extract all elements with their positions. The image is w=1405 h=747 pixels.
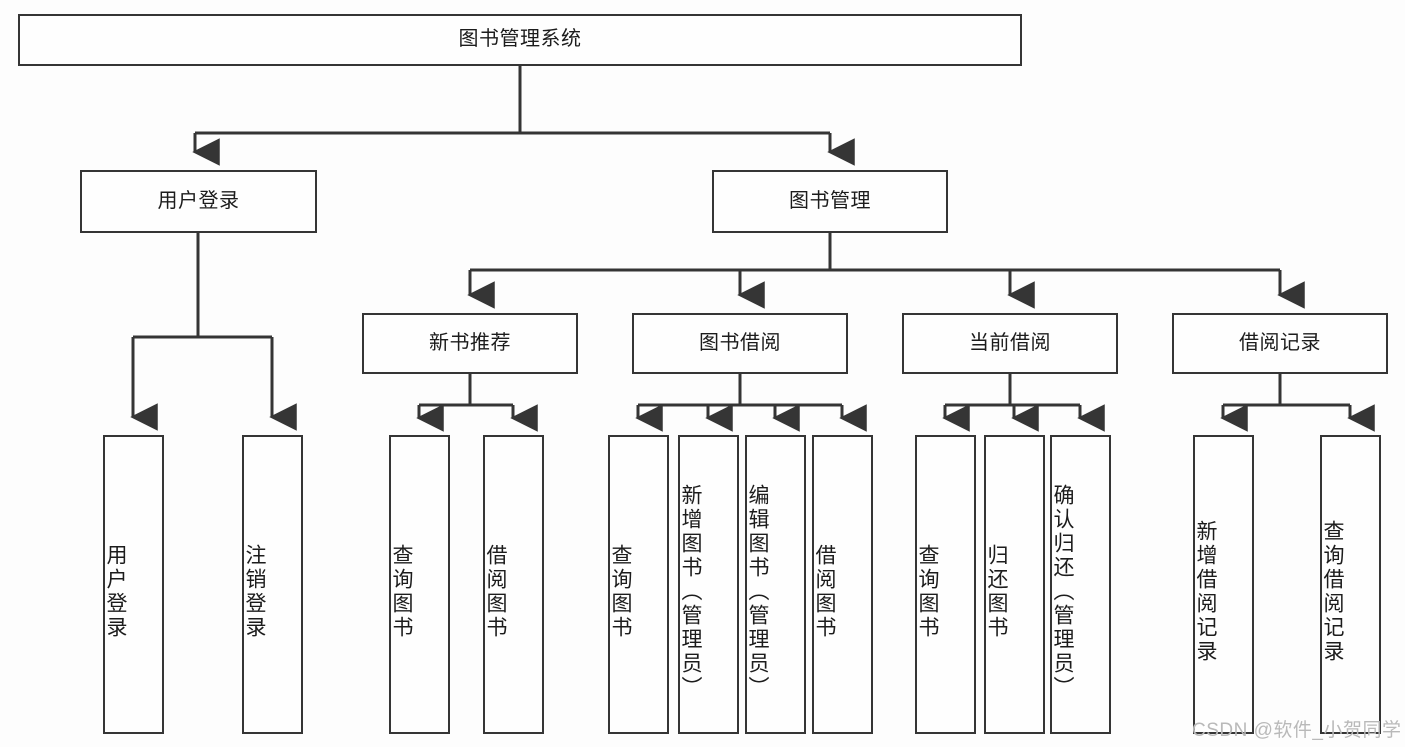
leaf-edit-book[interactable]: 编辑图书（管理员）: [745, 435, 806, 734]
leaf-borrow-book-2-label: 借阅图书: [813, 543, 836, 640]
leaf-user-login-label: 用户登录: [104, 543, 127, 640]
leaf-query-book-2[interactable]: 查询图书: [608, 435, 669, 734]
leaf-query-book-2-label: 查询图书: [609, 543, 632, 640]
leaf-borrow-book-1-label: 借阅图书: [484, 543, 507, 640]
leaf-add-book-label: 新增图书（管理员）: [679, 483, 702, 700]
node-new-book-recommendation[interactable]: 新书推荐: [362, 313, 578, 374]
node-root[interactable]: 图书管理系统: [18, 14, 1022, 66]
leaf-logout-label: 注销登录: [243, 543, 266, 640]
leaf-query-record-label: 查询借阅记录: [1321, 519, 1344, 664]
leaf-return-book-label: 归还图书: [985, 543, 1008, 640]
leaf-return-book[interactable]: 归还图书: [984, 435, 1045, 734]
leaf-borrow-book-2[interactable]: 借阅图书: [812, 435, 873, 734]
node-user-login[interactable]: 用户登录: [80, 170, 317, 233]
node-book-manage[interactable]: 图书管理: [712, 170, 948, 233]
leaf-user-login[interactable]: 用户登录: [103, 435, 164, 734]
node-book-borrow[interactable]: 图书借阅: [632, 313, 848, 374]
leaf-edit-book-label: 编辑图书（管理员）: [746, 483, 769, 700]
node-book-borrow-label: 图书借阅: [699, 331, 781, 354]
leaf-add-record[interactable]: 新增借阅记录: [1193, 435, 1254, 734]
node-root-label: 图书管理系统: [458, 28, 582, 51]
node-borrow-record[interactable]: 借阅记录: [1172, 313, 1388, 374]
leaf-query-book-3[interactable]: 查询图书: [915, 435, 976, 734]
leaf-logout[interactable]: 注销登录: [242, 435, 303, 734]
leaf-confirm-return-label: 确认归还（管理员）: [1051, 483, 1074, 700]
leaf-confirm-return[interactable]: 确认归还（管理员）: [1050, 435, 1111, 734]
leaf-query-record[interactable]: 查询借阅记录: [1320, 435, 1381, 734]
leaf-query-book-1[interactable]: 查询图书: [389, 435, 450, 734]
node-current-borrow-label: 当前借阅: [969, 331, 1051, 354]
node-book-manage-label: 图书管理: [789, 189, 871, 212]
leaf-borrow-book-1[interactable]: 借阅图书: [483, 435, 544, 734]
node-user-login-label: 用户登录: [157, 189, 240, 212]
leaf-query-book-3-label: 查询图书: [916, 543, 939, 640]
node-new-book-recommendation-label: 新书推荐: [429, 331, 511, 354]
leaf-add-record-label: 新增借阅记录: [1194, 519, 1217, 664]
leaf-query-book-1-label: 查询图书: [390, 543, 413, 640]
node-borrow-record-label: 借阅记录: [1239, 331, 1321, 354]
leaf-add-book[interactable]: 新增图书（管理员）: [678, 435, 739, 734]
node-current-borrow[interactable]: 当前借阅: [902, 313, 1118, 374]
